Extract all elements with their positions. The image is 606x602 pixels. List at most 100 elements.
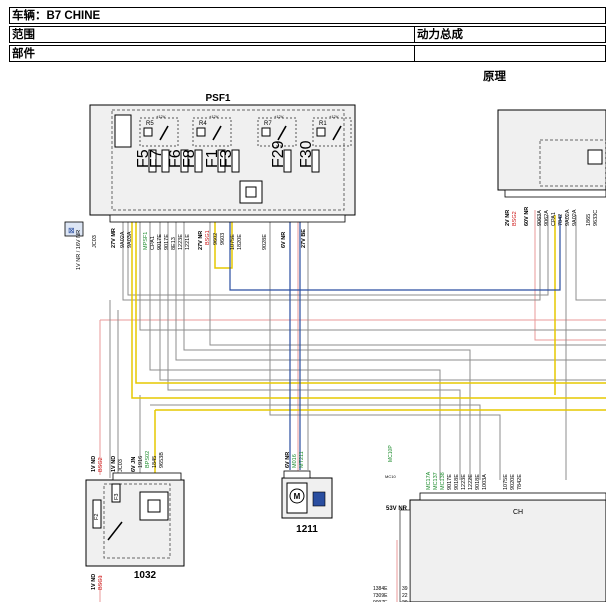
header-row-scope: 范围 动力总成: [9, 26, 606, 43]
ch-pin-wire-label: 1384E: [373, 586, 388, 592]
right-module: [497, 109, 606, 198]
wire-gray: [209, 222, 606, 346]
fuse-label: F8: [181, 149, 198, 168]
fuse-label: F7: [148, 149, 165, 168]
ch-pin-number: 39: [402, 586, 408, 592]
relay-supply-label: +12V: [329, 114, 339, 119]
module-1211: M 1211: [281, 470, 333, 535]
right-connector-label: BSG2: [512, 211, 518, 226]
module-ch: CH 53V NR 38: [386, 492, 606, 602]
mc10-id: MC10: [385, 474, 396, 479]
psf1-connector-c2-id: BSG1: [205, 230, 211, 245]
diagram-title: 原理: [483, 71, 506, 83]
relay-r5: R5+12V: [139, 114, 179, 147]
psf1-wire-label: MPSF1: [143, 232, 149, 250]
module-1032-bottom-label: 1V ND: [91, 574, 97, 590]
right-connector-label: 9A02A: [565, 209, 571, 226]
psf1-wire-label: 9017E: [164, 234, 170, 250]
ch-pin-wire-label: 9097E: [373, 600, 388, 602]
left-connector-label: 1V NR / 16V NR: [76, 230, 82, 270]
psf1-connector-c3-label: 6V NR: [281, 232, 287, 248]
relay-r7: R7+12V: [257, 114, 297, 147]
relay-r4: R4+12V: [192, 114, 232, 147]
fuse-f8: F8: [181, 149, 203, 173]
right-connector-label: CPA1: [551, 212, 557, 226]
module-1032-wire-label: 1916: [138, 456, 144, 468]
module-1032-wire-label: 1845: [152, 456, 158, 468]
relay-supply-label: +12V: [156, 114, 166, 119]
fuse-label: F1: [204, 149, 221, 168]
module-1032-fuse-label: F3: [114, 494, 120, 500]
ch-wire-label: MC137: [433, 472, 439, 490]
fuse-f1: F1: [204, 149, 226, 173]
psf1-wire-label: 1820E: [237, 234, 243, 250]
module-1032-wire-label: BPS02: [145, 451, 151, 468]
module-1032-fuse-label: F2: [94, 514, 100, 520]
module-1211-wire-label: M016: [292, 454, 298, 468]
right-connector-label: 9A02A: [572, 209, 578, 226]
fuse-label: F30: [298, 140, 315, 168]
module-1211-title: 1211: [296, 524, 318, 535]
psf1-wire-label: CPA1: [150, 236, 156, 250]
module-1032: 1032: [85, 472, 185, 581]
wire-gray: [127, 215, 549, 296]
right-connector-label: 2V NR: [505, 210, 511, 226]
psf1-connector-c1-wire: 9A03A: [127, 231, 133, 248]
module-1032-connector-id: BSG2: [98, 457, 104, 472]
wire-yellow: [214, 222, 233, 269]
ch-wire-label: 9020E: [510, 474, 516, 490]
left-connector-symbol: ⊠: [68, 226, 75, 235]
wire-gray: [159, 222, 606, 381]
svg-text:M: M: [294, 492, 301, 501]
relay-supply-label: +12V: [274, 114, 284, 119]
fuse-f30: F30: [298, 140, 320, 173]
wire-gray: [122, 215, 541, 301]
part-label: 部件: [12, 48, 35, 60]
psf1-connector-c1-wire: 9A02A: [120, 231, 126, 248]
fuse-label: F3: [218, 149, 235, 168]
wire-gray: [149, 222, 441, 480]
scope-value: 动力总成: [417, 29, 463, 41]
ch-pin-wire-label: 7309E: [373, 593, 388, 599]
psf1-connector-c2-wire: 9603: [220, 233, 226, 245]
fuse-f29: F29: [270, 140, 292, 173]
module-1211-connector-label: 6V NR: [285, 452, 291, 468]
fuse-f6: F6: [167, 149, 189, 173]
module-1032-connector-label: 6V JN: [131, 457, 137, 472]
wire-blue: [229, 215, 561, 291]
ch-wire-label: 7842E: [517, 474, 523, 490]
left-connector-id: JC03: [92, 235, 98, 248]
mc10-label: MC10P: [388, 445, 394, 462]
right-connector-label: 7842: [558, 214, 564, 226]
wire-gray: [139, 222, 606, 331]
left-connector: ⊠: [64, 221, 84, 237]
wire-gray: [575, 215, 606, 301]
ch-wire-label: 1075E: [503, 474, 509, 490]
ch-pin-number: 20: [402, 600, 408, 602]
psf1-wire-label: 9017E: [157, 234, 163, 250]
fuse-f3: F3: [218, 149, 240, 173]
wire-gray: [269, 222, 501, 480]
psf1-connector-c2-label: 27V NR: [198, 231, 204, 250]
relay-label: R5: [146, 121, 154, 127]
wire-group: [99, 210, 606, 602]
fuse-label: F5: [135, 149, 152, 168]
ch-wire-label: 9018E: [475, 474, 481, 490]
psf1-connector-c4-label: 27V BE: [301, 229, 307, 248]
relay-r1: R1+12V: [312, 114, 352, 147]
fuse-f5: F5: [135, 149, 157, 173]
psf1-wire-label: 1221E: [185, 234, 191, 250]
relay-label: R7: [264, 121, 272, 127]
wire-yellow: [135, 222, 606, 384]
module-1211-wire-label: MT211: [299, 451, 305, 468]
module-1032-wire-label: 9653B: [159, 452, 165, 468]
module-1032-connector-label: 1V ND: [111, 456, 117, 472]
psf1-connector-c2-wire: 9602: [213, 233, 219, 245]
right-connector-label: 1865: [586, 214, 592, 226]
module-1032-title: 1032: [134, 570, 157, 581]
relay-label: R4: [199, 121, 207, 127]
ch-wire-label: MC138: [440, 472, 446, 490]
ch-connector-label: 53V NR: [386, 506, 408, 512]
psf1-connector-c1-label: 27V MR: [111, 228, 117, 248]
right-connector-label: 60V NR: [524, 207, 530, 226]
